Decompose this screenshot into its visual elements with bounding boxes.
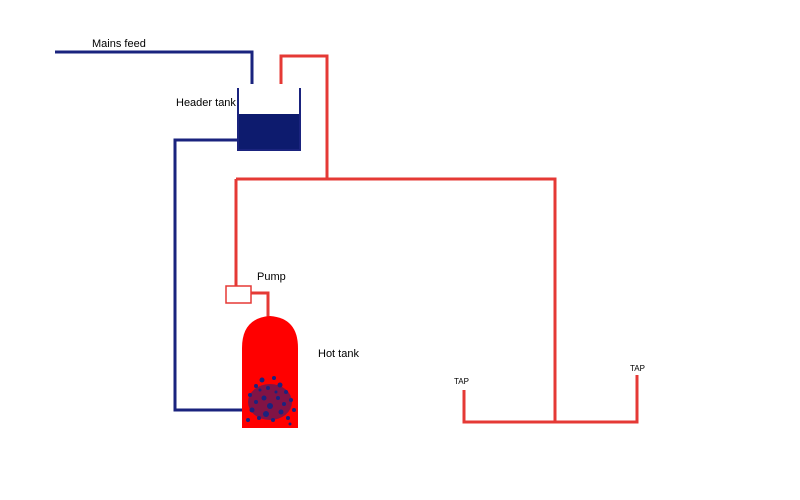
- pump-to-tank-pipe: [251, 291, 270, 318]
- pump: [225, 285, 252, 304]
- tap-right-label: TAP: [630, 364, 645, 373]
- cold-feed-pipe: [173, 138, 250, 412]
- pump-label: Pump: [257, 271, 286, 283]
- tap-left-label: TAP: [454, 377, 469, 386]
- hot-tank-cold-water-mix: [246, 376, 296, 426]
- header-tank-outline: [237, 88, 301, 151]
- mains-feed-label: Mains feed: [92, 38, 146, 50]
- mains-feed-pipe: [55, 50, 254, 84]
- tap-branch-pipe: [462, 375, 639, 424]
- vent-pipe: [279, 54, 329, 179]
- header-tank-label: Header tank: [176, 97, 236, 109]
- header-tank-water: [238, 114, 300, 150]
- hot-distribution-pipe: [236, 177, 557, 422]
- header-tank: [237, 88, 301, 151]
- hot-tank-label: Hot tank: [318, 348, 359, 360]
- hot-tank: [242, 316, 298, 428]
